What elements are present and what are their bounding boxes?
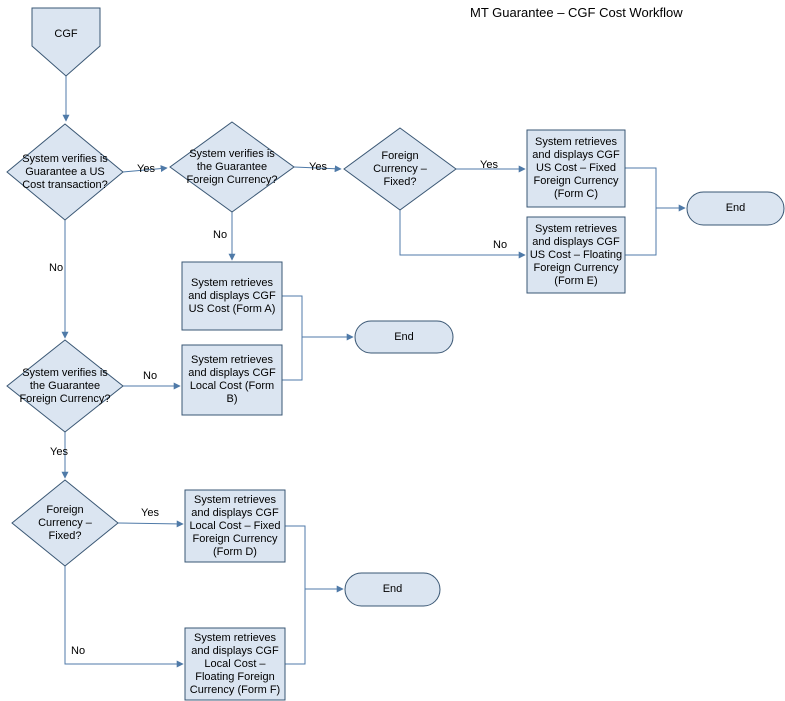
decision-us-cost-shape	[6, 123, 124, 221]
form-b-shape	[181, 344, 283, 416]
edge-label-fixed-us-yes: Yes	[480, 159, 498, 171]
form-a-shape	[181, 261, 283, 331]
decision-foreign-us-shape	[169, 121, 295, 213]
edge-label-foreign-us-yes: Yes	[309, 161, 327, 173]
edge-forma-formb-junction	[282, 295, 303, 381]
edge-label-fixed-local-yes: Yes	[141, 507, 159, 519]
edge-label-fixed-local-no: No	[71, 645, 86, 657]
end-bottom-terminator-shape	[344, 572, 441, 607]
edge-us-check-yes	[122, 165, 168, 173]
form-f-shape	[184, 627, 286, 701]
end-us-terminator-shape	[686, 191, 785, 226]
edge-label-us-cost-no: No	[49, 262, 64, 274]
end-mid-terminator-shape	[354, 320, 454, 354]
edge-label-foreign-local-no: No	[143, 370, 158, 382]
edge-label-foreign-us-no: No	[213, 229, 228, 241]
form-c-shape	[526, 129, 626, 208]
form-d-shape	[184, 489, 286, 563]
edge-foreign-us-yes	[293, 165, 342, 173]
decision-foreign-local-shape	[6, 339, 124, 433]
edge-label-us-cost-yes: Yes	[137, 163, 155, 175]
decision-fixed-local-shape	[11, 479, 119, 567]
edge-fixed-us-no	[399, 210, 526, 259]
edge-formc-forme-junction	[625, 167, 657, 256]
form-e-shape	[526, 216, 626, 294]
edge-label-fixed-us-no: No	[493, 239, 508, 251]
edge-fixed-local-no	[64, 566, 184, 668]
start-node-shape	[31, 7, 101, 77]
diagram-title: MT Guarantee – CGF Cost Workflow	[470, 5, 683, 20]
edge-fixed-local-yes	[117, 520, 184, 528]
edge-label-foreign-local-yes: Yes	[50, 446, 68, 458]
edge-formd-formf-junction	[285, 525, 306, 665]
decision-fixed-us-shape	[343, 127, 457, 211]
